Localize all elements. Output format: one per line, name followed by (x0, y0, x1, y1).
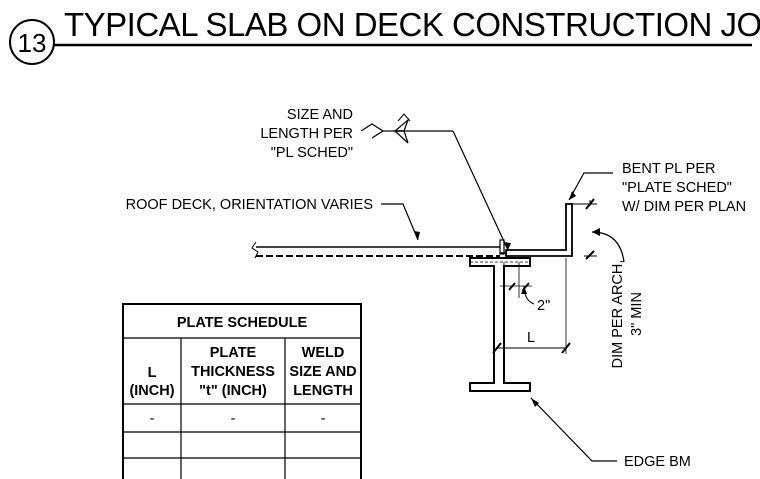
roof-deck-label: ROOF DECK, ORIENTATION VARIES (126, 197, 373, 213)
size-length-label-3: "PL SCHED" (271, 145, 353, 161)
bent-plate-label-1: BENT PL PER (622, 161, 715, 177)
roof-deck-leader (381, 203, 420, 241)
plate-schedule-table: PLATE SCHEDULE L (INCH) PLATE THICKNESS … (122, 303, 362, 479)
col-header-plate-3: "t" (INCH) (199, 383, 267, 399)
dimension-2in (500, 262, 535, 305)
edge-beam (469, 257, 531, 392)
edge-beam-leader (530, 397, 617, 462)
weld-leader (360, 113, 511, 251)
labels: SIZE AND LENGTH PER "PL SCHED" BENT PL P… (126, 107, 746, 470)
col-header-weld-3: LENGTH (293, 383, 353, 399)
cell-r1-c3: - (321, 411, 326, 427)
dim-arch-label-2: 3" MIN (629, 292, 645, 336)
col-header-L-1: L (148, 365, 157, 381)
dim-arch-label-1: DIM PER ARCH, (610, 260, 626, 369)
roof-deck (251, 239, 505, 259)
size-length-label-2: LENGTH PER (260, 126, 353, 142)
detail-title: TYPICAL SLAB ON DECK CONSTRUCTION JOINT (64, 6, 760, 43)
cell-r1-c2: - (231, 411, 236, 427)
cell-r1-c1: - (150, 411, 155, 427)
bent-plate-label-3: W/ DIM PER PLAN (622, 199, 746, 215)
schedule-title: PLATE SCHEDULE (177, 315, 308, 331)
col-header-plate-2: THICKNESS (191, 364, 275, 380)
col-header-weld-1: WELD (302, 345, 345, 361)
title-block: 13 TYPICAL SLAB ON DECK CONSTRUCTION JOI… (9, 6, 760, 65)
dim-2in-label: 2" (537, 298, 550, 314)
bent-plate-leader (568, 172, 613, 201)
detail-number: 13 (18, 28, 47, 58)
dim-per-arch-arrow (572, 203, 625, 263)
bent-plate-label-2: "PLATE SCHED" (622, 180, 732, 196)
bent-plate (505, 200, 591, 257)
col-header-weld-2: SIZE AND (289, 364, 356, 380)
col-header-L-2: (INCH) (129, 383, 174, 399)
size-length-label-1: SIZE AND (287, 107, 353, 123)
dimension-L (492, 198, 595, 354)
dim-L-label: L (527, 330, 535, 346)
detail-number-circle (9, 19, 55, 65)
col-header-plate-1: PLATE (210, 345, 257, 361)
edge-beam-label: EDGE BM (624, 454, 691, 470)
